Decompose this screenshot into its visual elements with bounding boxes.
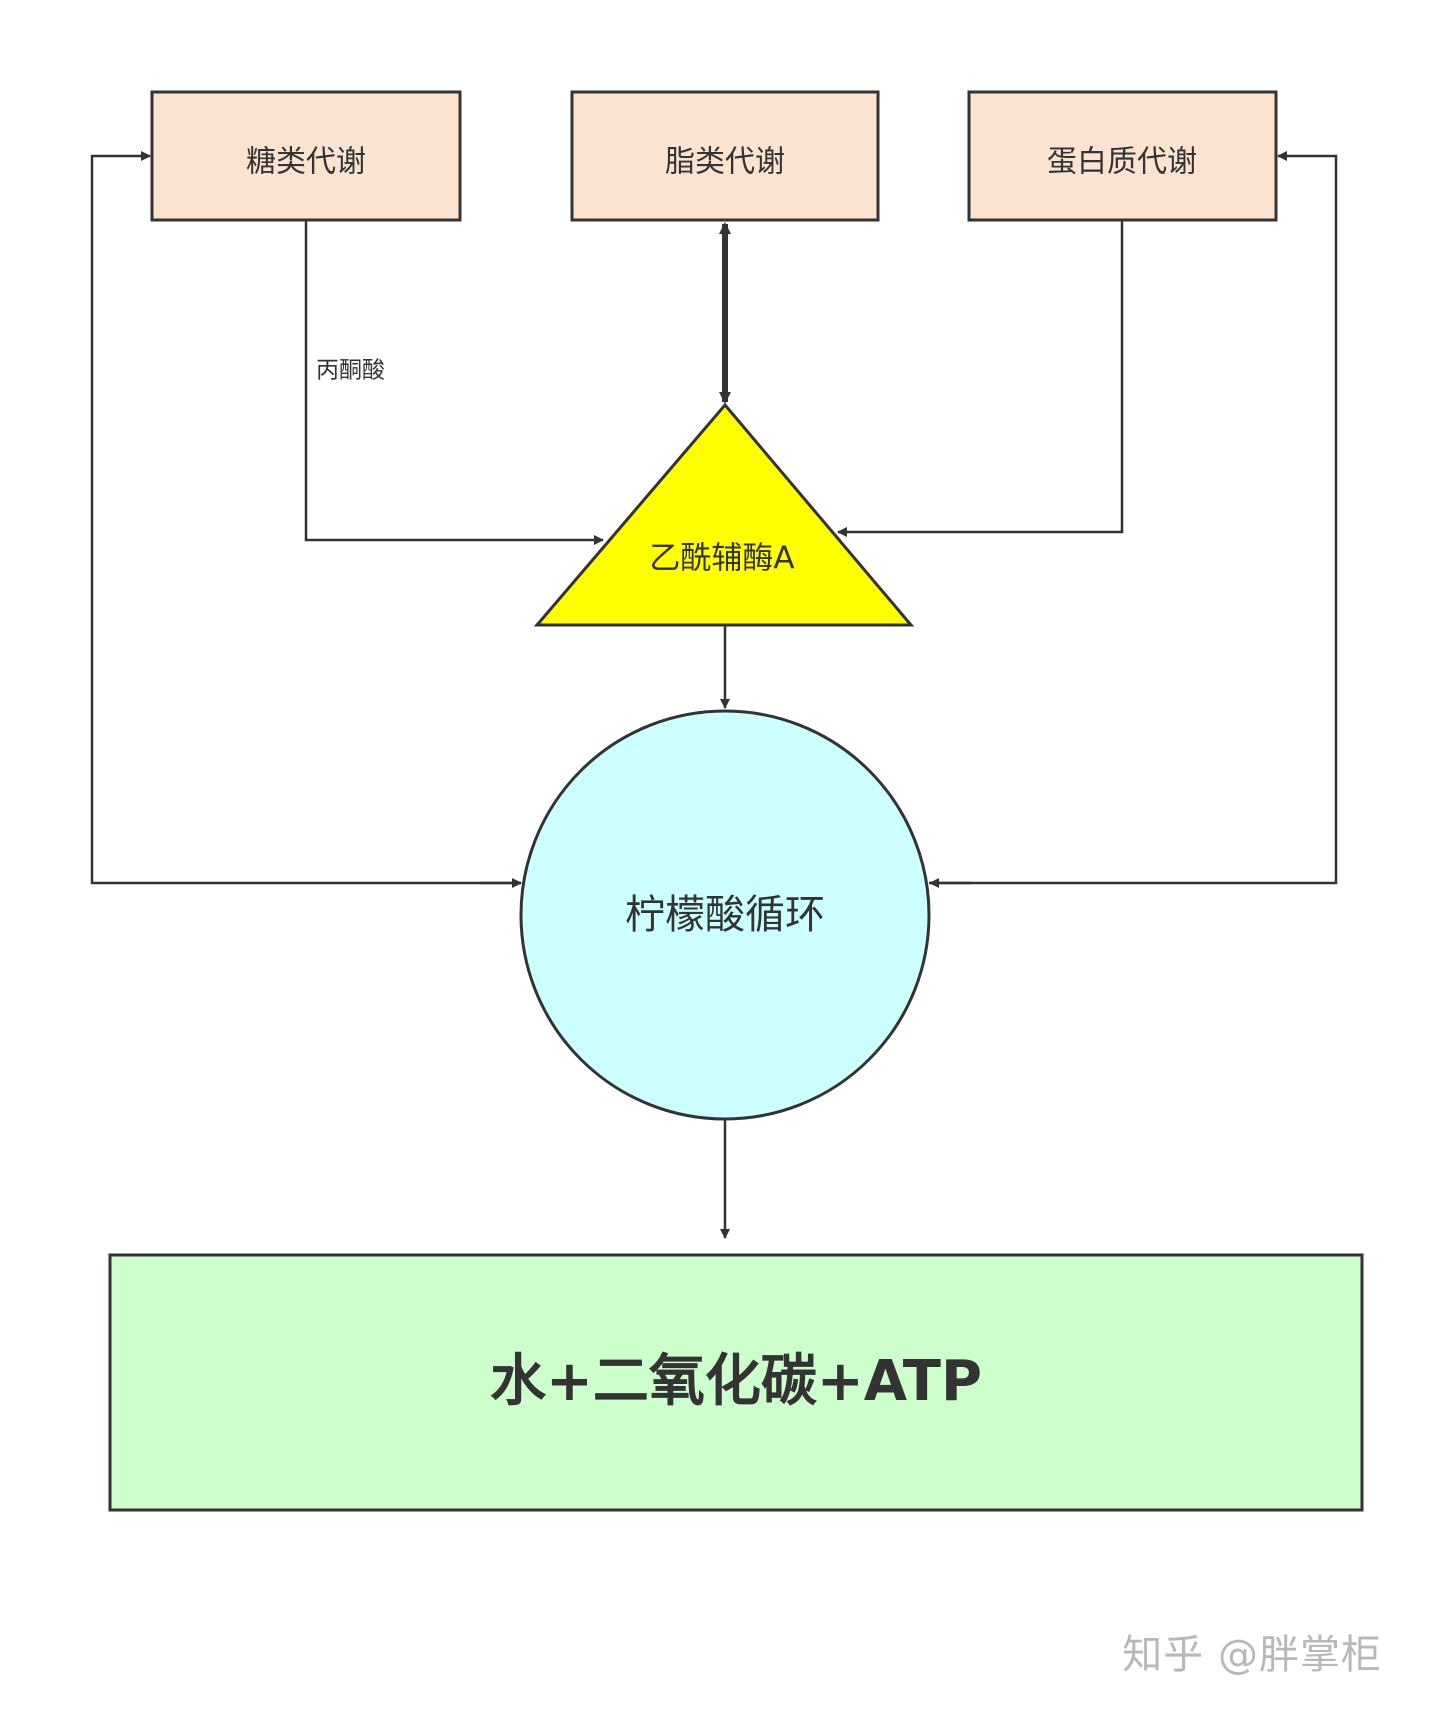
protein-metabolism-label: 蛋白质代谢 <box>1047 145 1197 180</box>
acetyl-coa-triangle <box>533 402 915 627</box>
tca-to-protein-feedback-edge <box>929 151 1338 885</box>
protein-metabolism-box <box>967 90 1278 222</box>
products-label: 水+二氧化碳+ATP <box>490 1349 982 1414</box>
citric-acid-cycle-label: 柠檬酸循环 <box>625 892 825 938</box>
tca-to-carb-feedback-edge <box>90 151 521 885</box>
pyruvate-label: 丙酮酸 <box>316 358 385 384</box>
carb-metabolism-box <box>150 90 462 222</box>
carb-metabolism-label: 糖类代谢 <box>246 145 366 180</box>
products-box <box>108 1253 1364 1512</box>
carb-to-acetyl-edge <box>304 220 604 545</box>
lipid-metabolism-label: 脂类代谢 <box>665 145 785 180</box>
zhihu-watermark: 知乎 @胖掌柜 <box>1122 1632 1382 1678</box>
protein-to-acetyl-edge <box>837 220 1124 537</box>
lipid-metabolism-box <box>570 90 880 222</box>
acetyl-coa-label: 乙酰辅酶A <box>649 541 794 577</box>
